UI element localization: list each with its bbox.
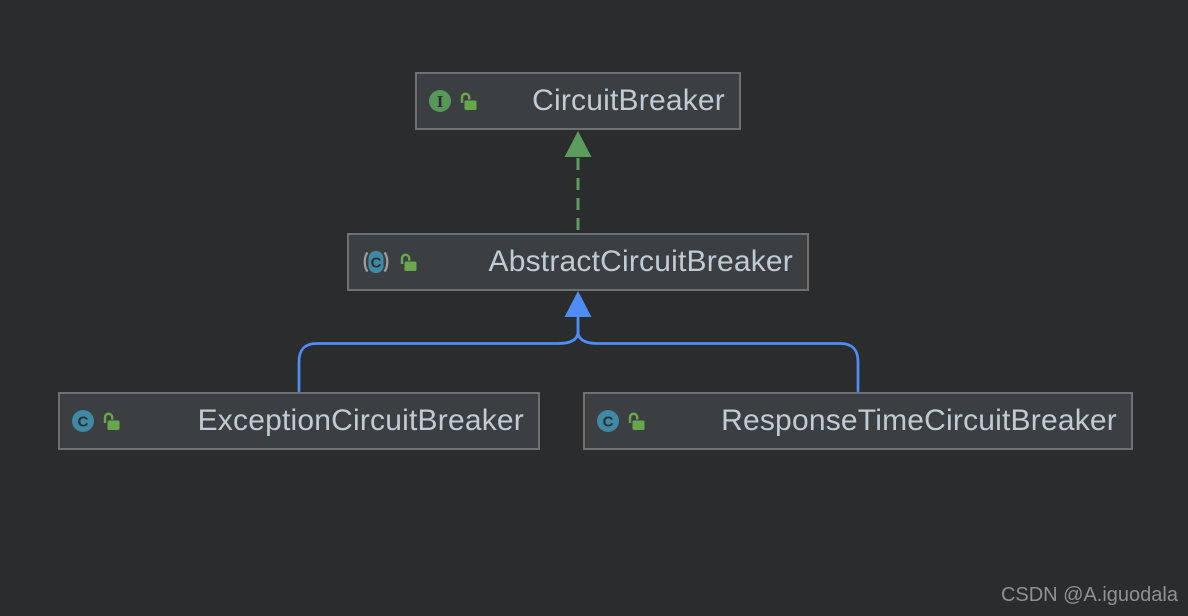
edge-implements-abstract-to-interface: [564, 131, 592, 233]
class-icon-glyph: C: [603, 414, 614, 431]
node-label-exceptioncircuitbreaker: ExceptionCircuitBreaker: [197, 404, 524, 437]
node-label-abstractcircuitbreaker: AbstractCircuitBreaker: [488, 245, 793, 278]
unlocked-icon: [103, 412, 120, 430]
abstract-class-icon-glyph: C: [371, 255, 382, 272]
abstract-class-icon: C: [363, 251, 389, 273]
node-circuitbreaker[interactable]: I CircuitBreaker: [415, 72, 741, 130]
watermark: CSDN @A.iguodala: [1000, 584, 1178, 606]
node-label-circuitbreaker: CircuitBreaker: [532, 84, 725, 117]
unlocked-icon: [628, 412, 645, 430]
interface-icon: I: [429, 90, 451, 112]
unlocked-icon: [460, 92, 477, 110]
interface-icon-glyph: I: [437, 92, 444, 111]
node-exceptioncircuitbreaker[interactable]: C ExceptionCircuitBreaker: [58, 392, 540, 450]
node-abstractcircuitbreaker[interactable]: C AbstractCircuitBreaker: [347, 233, 809, 291]
edge-extends-exception-to-abstract: [297, 314, 580, 393]
class-icon: C: [72, 410, 94, 432]
unlocked-icon: [400, 253, 417, 271]
node-responsetimecircuitbreaker[interactable]: C ResponseTimeCircuitBreaker: [583, 392, 1133, 450]
edge-extends-responsetime-to-abstract: [564, 291, 860, 393]
node-label-responsetimecircuitbreaker: ResponseTimeCircuitBreaker: [721, 404, 1117, 437]
class-icon: C: [597, 410, 619, 432]
class-icon-glyph: C: [78, 414, 89, 431]
